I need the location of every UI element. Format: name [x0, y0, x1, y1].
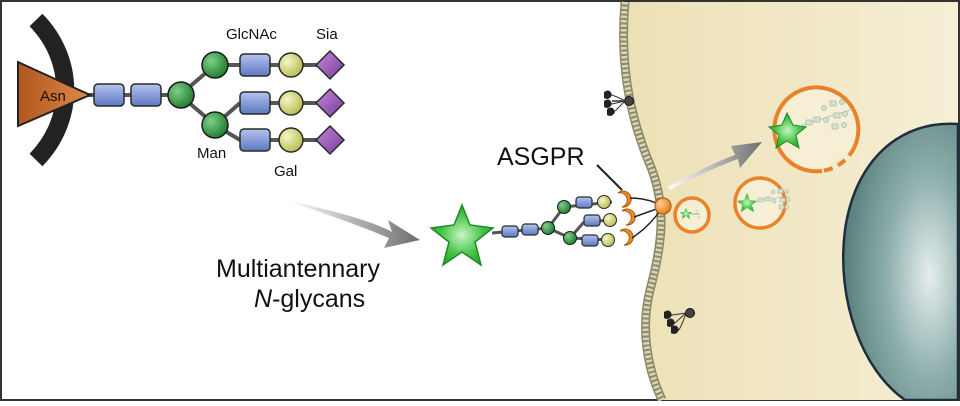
galactose-3 — [278, 127, 304, 153]
core-glcnac-1 — [93, 83, 125, 107]
arrow-to-endosome — [668, 142, 762, 190]
branch-glcnac-3 — [239, 128, 271, 152]
conj-glcnac-2 — [583, 214, 601, 227]
gal-label: Gal — [274, 163, 297, 180]
large-endosome — [767, 85, 861, 174]
conj-mannose-1 — [557, 200, 571, 214]
drug-glycan-conjugate — [429, 190, 672, 267]
asgpr-receptor-bottom — [664, 308, 695, 334]
conj-galactose-1 — [597, 195, 611, 209]
conj-galactose-3 — [601, 233, 615, 247]
asn-residue — [17, 60, 93, 128]
sialic-acid-1 — [314, 49, 346, 81]
core-glcnac-2 — [130, 83, 162, 107]
large-endosome-glycan — [799, 99, 851, 130]
asgpr-receptor-top — [604, 90, 634, 116]
conj-core-mannose — [541, 221, 555, 235]
core-mannose — [167, 81, 195, 109]
glcnac-label: GlcNAc — [226, 26, 277, 43]
drug-star — [429, 202, 495, 267]
conj-mannose-2 — [563, 231, 577, 245]
asn-label: Asn — [40, 88, 66, 105]
galactose-1 — [278, 52, 304, 78]
medium-endosome-glycan — [755, 188, 791, 210]
medium-endosome-drug — [737, 193, 757, 212]
asgpr-leader-line — [596, 164, 623, 191]
medium-endosome — [733, 176, 791, 230]
galactose-2 — [278, 90, 304, 116]
conj-glcnac-1 — [575, 196, 593, 209]
conj-galactose-2 — [603, 213, 617, 227]
branch-glcnac-1 — [239, 53, 271, 77]
sia-label: Sia — [316, 26, 338, 43]
asgpr-label: ASGPR — [497, 143, 585, 171]
glycan-structure: Asn GlcNAc Sia Man Gal — [17, 13, 346, 180]
small-endosome-drug — [680, 208, 692, 219]
conj-core-glcnac-1 — [501, 225, 519, 238]
receptor-claw-3 — [619, 228, 634, 246]
hepatocyte-cell — [619, 1, 960, 402]
branch-glcnac-2 — [239, 91, 271, 115]
man-label: Man — [197, 145, 226, 162]
receptor-claw-2 — [621, 208, 636, 226]
sialic-acid-2 — [314, 87, 346, 119]
conj-core-glcnac-2 — [521, 223, 539, 236]
nucleus — [841, 122, 960, 402]
large-endosome-drug — [767, 111, 808, 150]
glycans-label-rest: -glycans — [272, 285, 365, 313]
branch-mannose-1 — [201, 51, 229, 79]
branch-mannose-2 — [201, 111, 229, 139]
glycans-label-line1: Multiantennary — [216, 255, 380, 283]
sialic-acid-3 — [314, 124, 346, 156]
receptor-claw-1 — [617, 190, 632, 208]
glycans-label-line2: N-glycans — [254, 285, 365, 313]
small-endosome — [673, 196, 711, 234]
glycans-label-italic-n: N — [254, 285, 273, 313]
membrane-lipid-heads — [620, 1, 665, 402]
receptor-anchor — [654, 197, 672, 215]
conj-glcnac-3 — [581, 234, 599, 247]
arrow-to-conjugate — [285, 200, 420, 248]
large-endosome-dashed-edge — [821, 147, 856, 173]
